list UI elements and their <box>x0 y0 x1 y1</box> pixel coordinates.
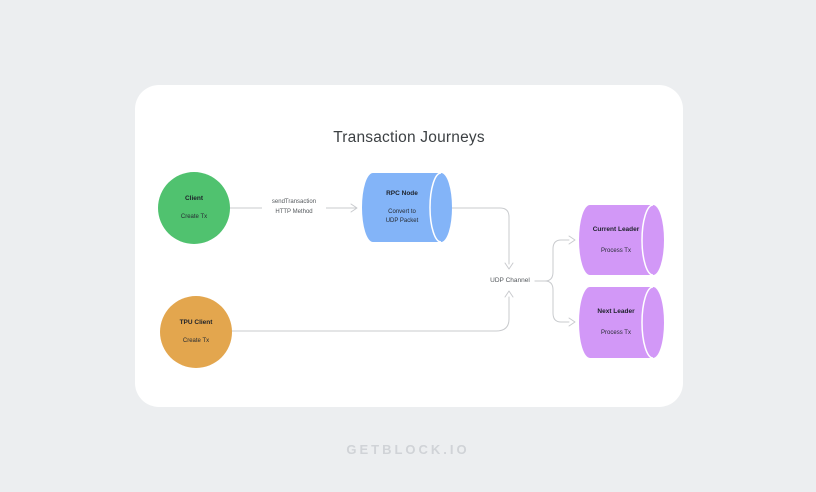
client-subtitle: Create Tx <box>180 214 208 220</box>
current-leader-title: Current Leader <box>592 225 640 233</box>
send-transaction-line2: HTTP Method <box>275 209 313 215</box>
rpc-node-subtitle-line2: UDP Packet <box>385 217 419 224</box>
rpc-node-title: RPC Node <box>386 189 418 197</box>
client-title: Client <box>184 195 204 202</box>
udp-channel-label: UDP Channel <box>490 277 530 284</box>
footer-brand: GETBLOCK.IO <box>346 442 470 457</box>
next-leader-node-label: Next Leader Process Tx <box>584 290 648 354</box>
send-transaction-line1: sendTransaction <box>271 199 317 205</box>
diagram-title: Transaction Journeys <box>333 129 485 146</box>
tpu-client-subtitle: Create Tx <box>182 338 210 344</box>
next-leader-subtitle: Process Tx <box>601 329 631 336</box>
rpc-node-label: RPC Node Convert to UDP Packet <box>363 184 441 230</box>
client-node-label: Client Create Tx <box>158 176 230 240</box>
next-leader-title: Next Leader <box>597 307 635 315</box>
current-leader-subtitle: Process Tx <box>601 247 631 254</box>
send-transaction-edge-label: sendTransaction HTTP Method <box>262 197 326 217</box>
rpc-node-subtitle-line1: Convert to <box>388 208 416 215</box>
tpu-client-title: TPU Client <box>179 319 213 326</box>
tpu-client-node-label: TPU Client Create Tx <box>160 300 232 364</box>
current-leader-node-label: Current Leader Process Tx <box>584 208 648 272</box>
